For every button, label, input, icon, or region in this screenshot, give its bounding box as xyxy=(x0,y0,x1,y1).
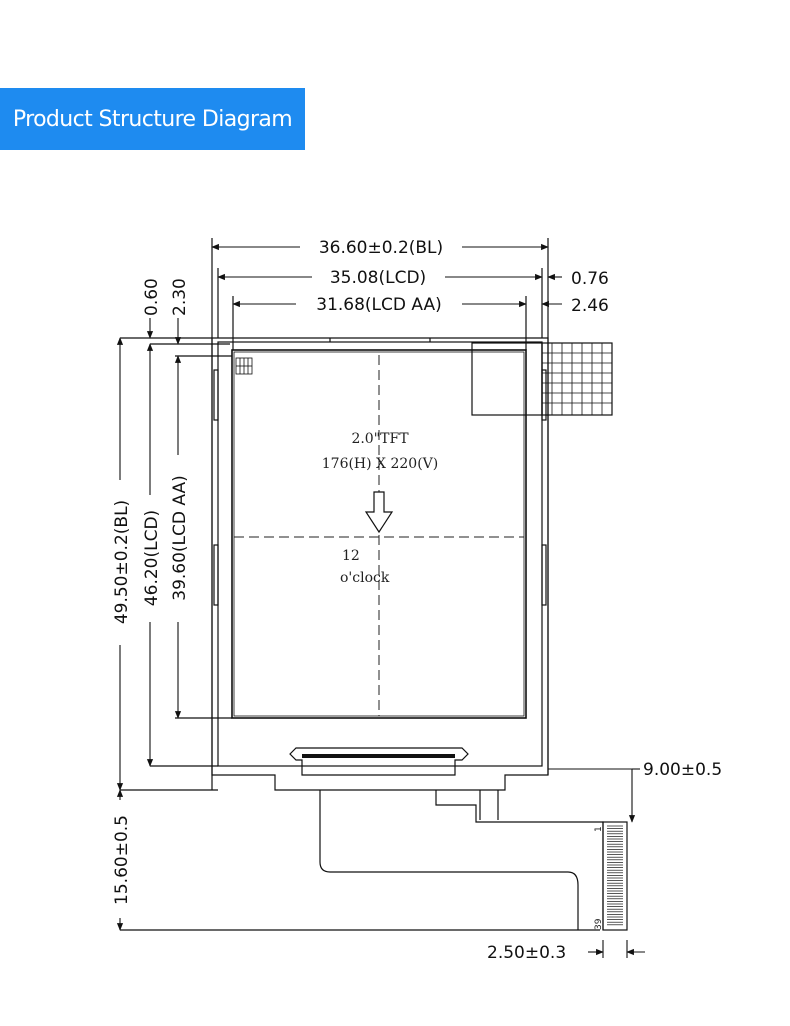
resolution-label: 176(H) X 220(V) xyxy=(322,456,438,472)
pin-last-label: 39 xyxy=(594,918,604,930)
section-title: Product Structure Diagram xyxy=(0,88,305,150)
dim-height-bl: 49.50±0.2(BL) xyxy=(112,500,132,624)
dim-offset-060: 0.60 xyxy=(142,278,162,316)
direction-label-word: o'clock xyxy=(340,570,390,586)
dim-width-lcd: 35.08(LCD) xyxy=(330,268,426,288)
dim-fpc-length: 15.60±0.5 xyxy=(112,815,132,905)
dim-offset-246: 2.46 xyxy=(571,296,609,316)
dim-height-aa: 39.60(LCD AA) xyxy=(170,475,190,601)
dim-width-aa: 31.68(LCD AA) xyxy=(316,295,442,315)
direction-label-number: 12 xyxy=(342,548,360,564)
dim-offset-230: 2.30 xyxy=(170,278,190,316)
dim-fpc-width: 2.50±0.3 xyxy=(487,943,566,963)
size-label: 2.0"TFT xyxy=(351,431,409,447)
dim-height-lcd: 46.20(LCD) xyxy=(142,510,162,606)
dim-width-bl: 36.60±0.2(BL) xyxy=(319,238,443,258)
dim-offset-076: 0.76 xyxy=(571,269,609,289)
dim-fpc-offset: 9.00±0.5 xyxy=(643,760,722,780)
pin-first-label: 1 xyxy=(594,826,604,832)
